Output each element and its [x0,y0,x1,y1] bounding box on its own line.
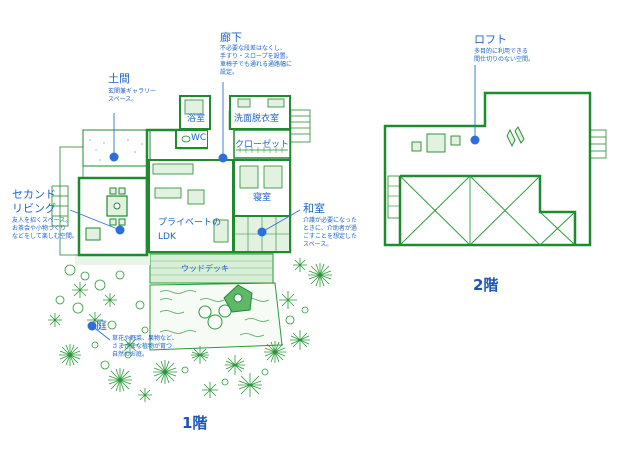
closet [233,129,291,159]
room-label-bath: 浴室 [187,114,206,124]
annotation-title-loft: ロフト [474,33,507,46]
annotation-markers [87,135,480,331]
room-label-deck: ウッドデッキ [181,264,229,273]
loft-furniture [411,126,525,153]
garden-area [149,282,283,351]
garden-shrubs [55,264,309,386]
deck-floor [149,253,274,284]
floor-label-1f: 1階 [182,414,208,432]
room-label-private-ldk: プライベートの LDK [158,218,222,243]
room-label-bedroom: 寝室 [253,193,272,203]
room-label-closet: クローゼット [235,140,290,150]
annotation-title-second-living: セカンド リビング [12,188,56,215]
garden-plants [48,258,332,402]
annotation-title-corridor: 廊下 [220,31,242,44]
second-living-table [85,187,128,241]
annotation-desc-corridor: 不必要な段差はなくし、 手すり・スロープを設置。 車椅子でも通れる通路幅に 設定… [220,45,293,77]
annotation-title-washitsu: 和室 [303,202,325,215]
marker-loft [470,135,480,145]
annotation-desc-second-living: 友人を招くスペース。 お茶会や小物づくり などをして楽しむ空間。 [12,217,78,241]
floor1-house [51,95,311,284]
garden-umbrella [223,284,253,313]
marker-second-living [115,225,125,235]
annotation-title-doma: 土間 [108,72,130,85]
marker-doma [109,152,119,162]
loft-outline [383,91,592,247]
annotation-desc-doma: 玄関兼ギャラリー スペース。 [108,88,157,104]
stairs-2f [589,129,607,159]
loft-void-cross [399,175,576,246]
marker-garden [87,321,97,331]
room-label-washroom: 洗面脱衣室 [234,114,280,124]
annotation-desc-loft: 多目的に利用できる 間仕切りのない空間。 [474,48,535,64]
annotation-leaders [69,65,476,341]
annotation-desc-garden: 草花や野菜、果物など、 さまざまな植物が育つ 自然のお庭。 [112,335,178,359]
annotation-desc-washitsu: 介護が必要になった ときに、介助者が過 ごすことを想定した スペース。 [303,217,358,249]
floor-label-2f: 2階 [473,276,499,294]
steps-left [51,185,69,227]
annotation-title-garden: 庭 [96,319,107,332]
stepping-stones [198,304,232,330]
marker-washitsu [257,227,267,237]
stairs-1f [289,109,311,143]
floor2-house [383,91,607,247]
room-label-wc: WC [191,133,207,143]
marker-corridor [218,153,228,163]
